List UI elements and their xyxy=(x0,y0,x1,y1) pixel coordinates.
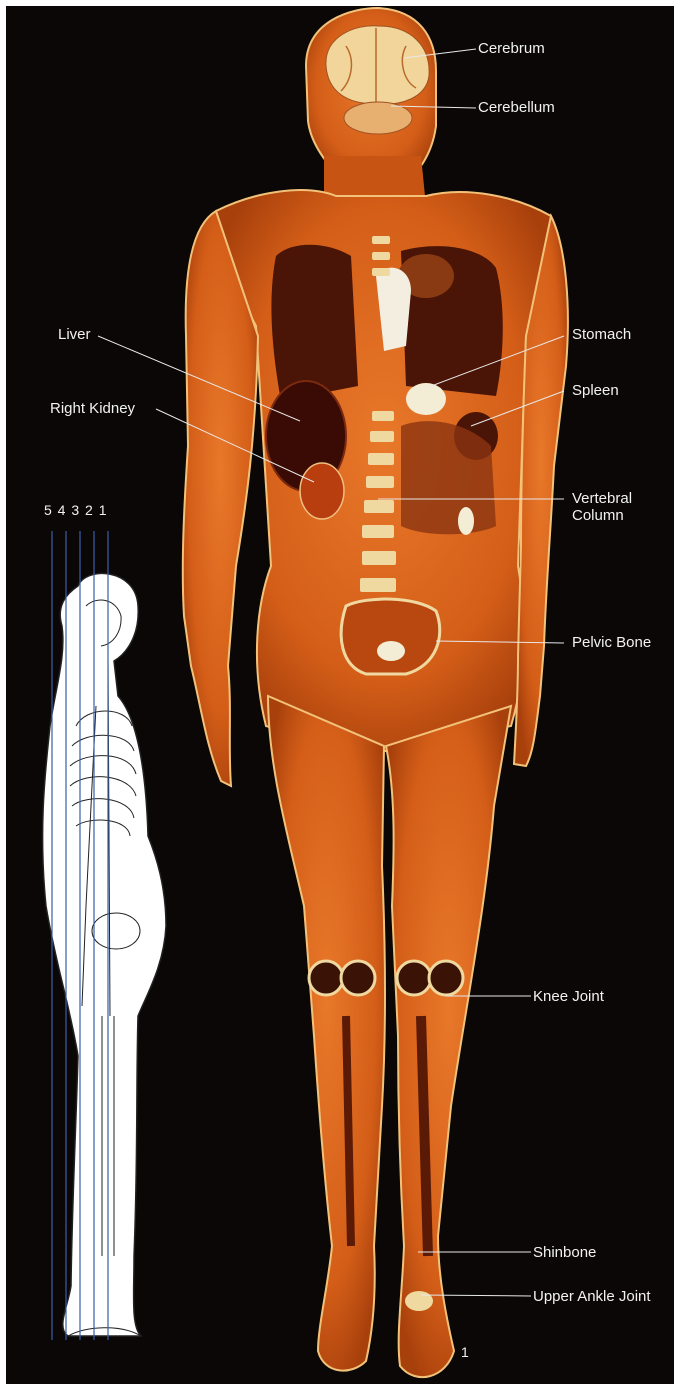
label-shinbone: Shinbone xyxy=(533,1244,596,1261)
anatomy-plate: Cerebrum Cerebellum Liver Right Kidney S… xyxy=(6,6,674,1384)
label-pelvic-bone: Pelvic Bone xyxy=(572,634,651,651)
knee-joints-shape xyxy=(309,961,463,995)
anatomy-illustration xyxy=(6,6,674,1384)
label-spleen: Spleen xyxy=(572,382,619,399)
pelvis-shape xyxy=(341,599,440,674)
page-number: 1 xyxy=(461,1344,470,1360)
label-right-kidney: Right Kidney xyxy=(50,400,135,417)
label-upper-ankle-joint: Upper Ankle Joint xyxy=(533,1288,651,1305)
label-vertebral-column: Vertebral Column xyxy=(572,490,632,524)
shinbone-shape xyxy=(421,1016,428,1256)
right-lung xyxy=(271,245,358,401)
right-kidney-shape xyxy=(300,463,344,519)
cerebellum-shape xyxy=(344,102,412,134)
label-knee-joint: Knee Joint xyxy=(533,988,604,1005)
cerebrum-shape xyxy=(326,26,429,105)
right-leg xyxy=(268,696,385,1371)
label-cerebellum: Cerebellum xyxy=(478,99,555,116)
label-cerebrum: Cerebrum xyxy=(478,40,545,57)
body-silhouette xyxy=(43,573,166,1336)
section-numbers: 5 4 3 2 1 xyxy=(44,502,108,518)
label-stomach: Stomach xyxy=(572,326,631,343)
skeleton-side-view xyxy=(43,531,166,1340)
label-liver: Liver xyxy=(58,326,91,343)
left-leg xyxy=(386,706,511,1377)
body-cross-section xyxy=(183,8,568,1377)
ankle-joint-shape xyxy=(405,1291,433,1311)
